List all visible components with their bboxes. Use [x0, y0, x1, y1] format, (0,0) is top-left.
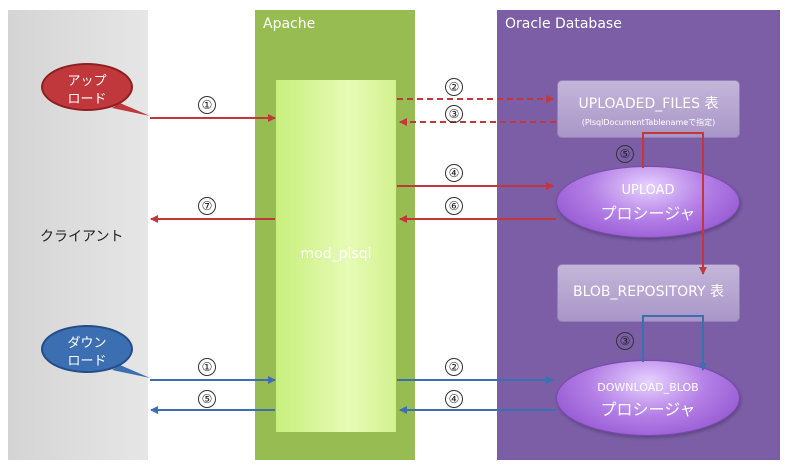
- upload-procedure-kind: プロシージャ: [600, 204, 696, 223]
- client-label: クライアント: [40, 229, 124, 245]
- step-dn4: ④: [445, 390, 463, 408]
- step-dn3: ③: [616, 332, 634, 350]
- upload-bubble-line1: アップ: [67, 74, 107, 89]
- uploaded-files-table: UPLOADED_FILES 表 (PlsqlDocumentTablename…: [557, 80, 740, 138]
- download-arrow-3: [642, 315, 707, 371]
- download-bubble-tail: [112, 365, 150, 378]
- upload-procedure-name: UPLOAD: [621, 183, 675, 198]
- upload-arrow-5: [642, 132, 707, 275]
- download-bubble-line2: ロード: [67, 354, 107, 369]
- download-procedure: DOWNLOAD_BLOB プロシージャ: [556, 360, 740, 436]
- step-up3: ③: [445, 105, 463, 123]
- upload-bubble-line2: ロード: [67, 92, 107, 107]
- download-bubble-line1: ダウン: [67, 336, 107, 351]
- download-bubble: ダウン ロード: [41, 325, 133, 373]
- download-procedure-kind: プロシージャ: [600, 400, 696, 419]
- step-up1: ①: [198, 96, 216, 114]
- apache-title: Apache: [263, 16, 316, 32]
- step-dn5: ⑤: [198, 390, 216, 408]
- mod-plsql-label: mod_plsql: [300, 246, 372, 262]
- step-up4: ④: [445, 164, 463, 182]
- step-up2: ②: [445, 78, 463, 96]
- step-up5: ⑤: [616, 145, 634, 163]
- mod-plsql-box: [276, 80, 396, 432]
- upload-procedure: UPLOAD プロシージャ: [556, 166, 740, 238]
- blob-repository-table: BLOB_REPOSITORY 表: [557, 264, 740, 322]
- uploaded-files-title: UPLOADED_FILES 表: [578, 96, 719, 112]
- uploaded-files-subtitle: (PlsqlDocumentTablenameで指定): [581, 118, 716, 127]
- step-up6: ⑥: [445, 197, 463, 215]
- upload-bubble-tail: [112, 103, 150, 116]
- step-up7: ⑦: [198, 197, 216, 215]
- upload-bubble: アップ ロード: [41, 63, 133, 111]
- step-dn1: ①: [198, 358, 216, 376]
- download-procedure-name: DOWNLOAD_BLOB: [597, 381, 699, 394]
- oracle-title: Oracle Database: [505, 16, 622, 32]
- step-dn2: ②: [445, 358, 463, 376]
- blob-repository-title: BLOB_REPOSITORY 表: [573, 284, 724, 300]
